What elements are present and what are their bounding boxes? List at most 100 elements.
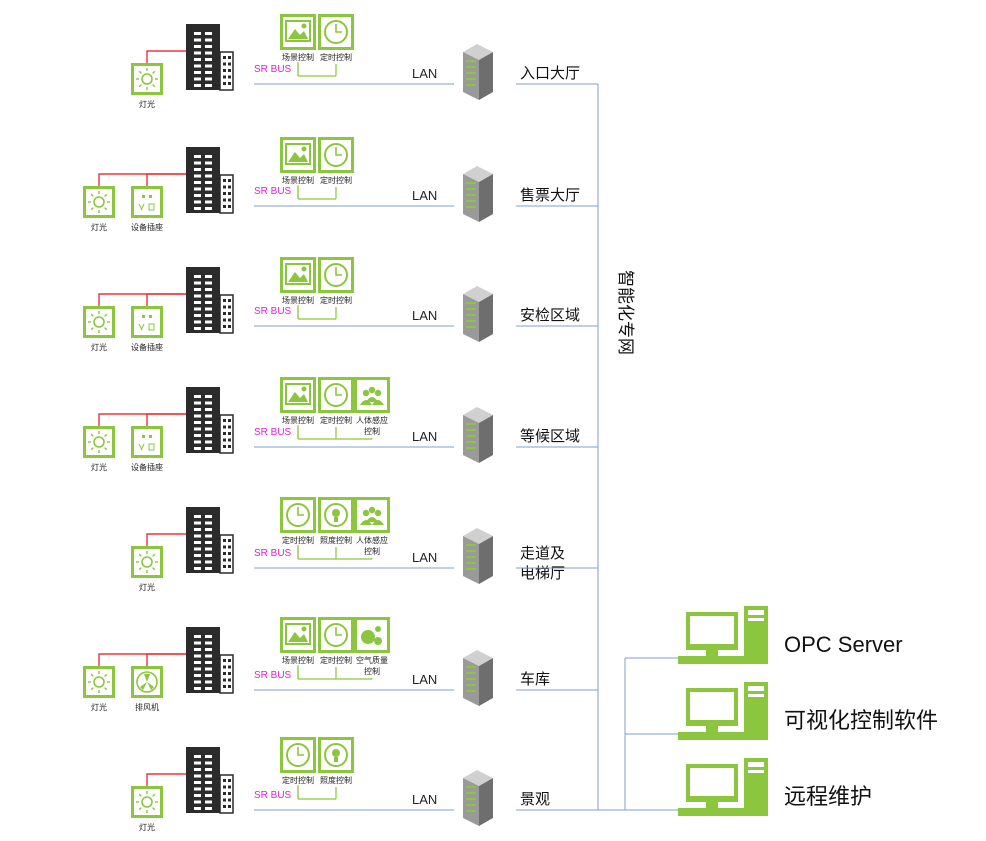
timer-icon (318, 257, 354, 293)
power-line (98, 293, 186, 306)
sr-bus-label: SR BUS (254, 306, 292, 317)
device-label: 排风机 (135, 702, 159, 712)
lan-label: LAN (412, 429, 437, 444)
keyboard-icon (678, 808, 746, 816)
power-line (146, 173, 186, 186)
area-label: 车库 (520, 671, 550, 688)
power-line (98, 413, 186, 426)
light-device-icon (83, 306, 115, 338)
sr-bus-label: SR BUS (254, 548, 292, 559)
power-line (146, 413, 186, 426)
sr-bus-label: SR BUS (254, 427, 292, 438)
timer-icon (280, 737, 316, 773)
control-label: 人体感应 (356, 535, 388, 545)
control-label: 场景控制 (282, 295, 314, 305)
light-device-icon (131, 546, 163, 578)
building-icon (186, 387, 220, 453)
control-label: 控制 (364, 546, 380, 556)
area-label: 安检区域 (520, 307, 580, 324)
power-line (146, 773, 186, 786)
zone-row: 灯光 设备插座 场景控制定时控制人体感应控制 SR BUS LAN 等候区域 (83, 377, 598, 472)
device-label: 设备插座 (131, 342, 163, 352)
workstation-label: 可视化控制软件 (784, 708, 938, 733)
area-label: 等候区域 (520, 427, 580, 445)
server-icon (463, 650, 493, 666)
server-icon (463, 528, 493, 544)
control-label: 场景控制 (282, 655, 314, 665)
control-label: 定时控制 (282, 775, 314, 785)
people-icon (354, 497, 390, 533)
device-label: 灯光 (139, 582, 155, 592)
power-line (98, 653, 186, 666)
control-label: 场景控制 (282, 415, 314, 425)
building-icon (186, 747, 220, 813)
device-label: 灯光 (91, 702, 107, 712)
workstation: 可视化控制软件 (625, 682, 938, 740)
sr-bus-label: SR BUS (254, 186, 292, 197)
control-label: 场景控制 (282, 52, 314, 62)
control-label: 控制 (364, 426, 380, 436)
device-label: 灯光 (91, 342, 107, 352)
timer-icon (318, 617, 354, 653)
control-label: 空气质量 (356, 655, 388, 665)
control-label: 定时控制 (320, 415, 352, 425)
socket-device-icon (131, 426, 163, 458)
timer-icon (318, 14, 354, 50)
network-label: 智能化专网 (616, 270, 635, 355)
light-device-icon (83, 426, 115, 458)
socket-device-icon (131, 186, 163, 218)
device-label: 灯光 (91, 222, 107, 232)
scene-icon (280, 377, 316, 413)
sr-bus-label: SR BUS (254, 670, 292, 681)
lan-label: LAN (412, 188, 437, 203)
keyboard-icon (678, 732, 746, 740)
illuminance-icon (318, 737, 354, 773)
tower-icon (744, 758, 768, 816)
keyboard-icon (678, 656, 746, 664)
light-device-icon (83, 186, 115, 218)
building-icon (186, 627, 220, 693)
device-label: 设备插座 (131, 462, 163, 472)
server-icon (463, 286, 493, 302)
power-line (146, 653, 186, 666)
control-label: 定时控制 (320, 52, 352, 62)
socket-device-icon (131, 306, 163, 338)
control-label: 照度控制 (320, 535, 352, 545)
light-device-icon (83, 666, 115, 698)
control-label: 人体感应 (356, 415, 388, 425)
device-label: 灯光 (139, 822, 155, 832)
area-label: 售票大厅 (520, 187, 580, 204)
server-icon (463, 166, 493, 182)
illuminance-icon (318, 497, 354, 533)
area-label: 走道及 (520, 545, 565, 562)
lan-label: LAN (412, 672, 437, 687)
control-label: 定时控制 (282, 535, 314, 545)
tower-icon (744, 606, 768, 664)
server-icon (463, 44, 493, 60)
scene-icon (280, 137, 316, 173)
workstation: OPC Server (625, 606, 903, 664)
control-label: 定时控制 (320, 175, 352, 185)
control-label: 照度控制 (320, 775, 352, 785)
timer-icon (318, 137, 354, 173)
lan-label: LAN (412, 792, 437, 807)
server-icon (463, 770, 493, 786)
area-label: 景观 (520, 791, 550, 808)
timer-icon (318, 377, 354, 413)
scene-icon (280, 257, 316, 293)
control-label: 定时控制 (320, 295, 352, 305)
lan-label: LAN (412, 550, 437, 565)
workstation-label: OPC Server (784, 632, 903, 657)
exhaust-fan-icon (131, 666, 163, 698)
workstation-label: 远程维护 (784, 784, 872, 809)
power-line (146, 293, 186, 306)
device-label: 灯光 (91, 462, 107, 472)
building-icon (186, 267, 220, 333)
power-line (146, 533, 186, 546)
building-icon (186, 147, 220, 213)
